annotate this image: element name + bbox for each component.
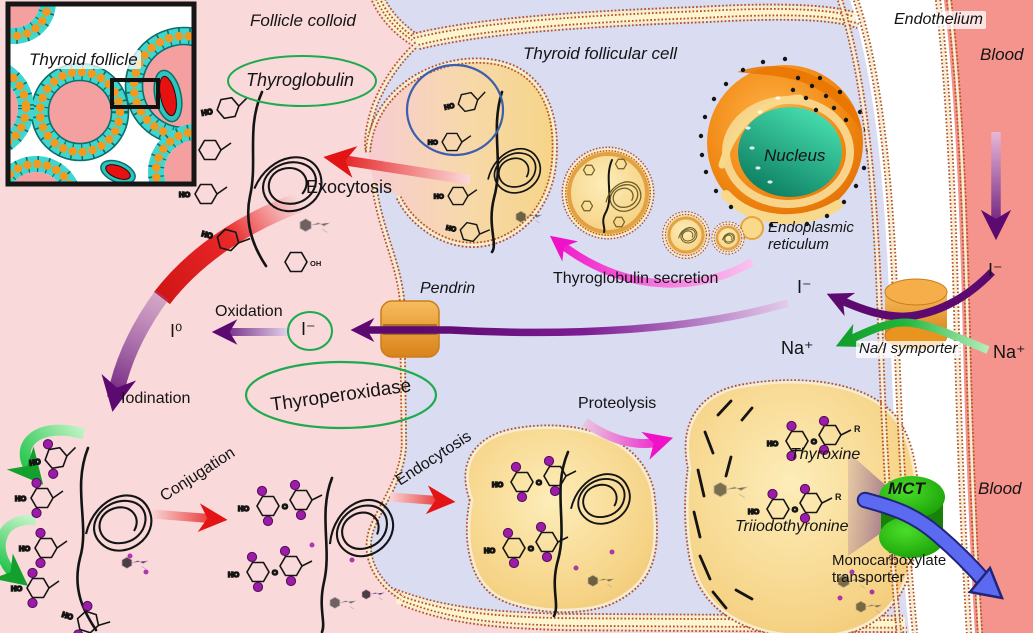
thyroxine-molecule: R [767, 415, 861, 462]
thyroglobulin-secretion-label: Thyroglobulin secretion [553, 270, 719, 287]
thyroglobulin-molecule-colloid: OH [179, 90, 331, 273]
thyroxine-label: Thyroxine [790, 446, 861, 463]
thyroglobulin-ellipse [227, 55, 377, 107]
iodide-to-colloid-arrow [350, 299, 790, 343]
endocytosis-arrow [389, 485, 456, 515]
iodide-circle [287, 311, 333, 351]
thyroglobulin-label: Thyroglobulin [246, 70, 355, 90]
iodide-label-cell: I⁻ [797, 277, 812, 297]
inset-zoom-rectangle [110, 78, 160, 109]
iodide-label-blood: I⁻ [988, 260, 1003, 280]
iodinated-thyroglobulin-molecule [11, 435, 153, 633]
thyroperoxidase-ellipse [244, 360, 438, 430]
r-group-label: R [854, 424, 861, 434]
nucleus-er-complex [698, 56, 871, 240]
proteolysis-arrow [582, 418, 674, 460]
capillary-inset-2 [100, 159, 136, 182]
budding-vesicle [740, 216, 764, 240]
follicle-colloid-region [0, 0, 905, 633]
nucleus-label: Nucleus [764, 146, 826, 165]
nuclear-pores [745, 96, 781, 184]
triiodothyronine-label: Triiodothyronine [735, 518, 849, 535]
lysosome-contents: R R [692, 399, 883, 614]
mct-label: MCT [888, 479, 925, 498]
sodium-label-cell: Na⁺ [781, 338, 814, 358]
secretory-vesicle-small [711, 221, 745, 255]
capillary-inset [153, 69, 183, 123]
hormone-export-arrow [856, 491, 1005, 600]
nucleus-body [738, 107, 842, 197]
conjugated-thyroglobulin-colloid [228, 476, 399, 633]
protein-fragments [692, 399, 754, 610]
arrows [0, 132, 1012, 586]
nis-iodide-arrow [826, 269, 995, 321]
iodination-arrow [101, 290, 169, 412]
exocytosis-label: Exocytosis [306, 177, 393, 197]
iodide-label-colloid: I⁻ [301, 319, 316, 339]
iodination-hook-arrow-2 [0, 514, 37, 586]
r-group-label: R [835, 492, 842, 502]
endoplasmic-reticulum-label: Endoplasmic reticulum [768, 219, 854, 253]
proteolysis-label: Proteolysis [578, 395, 657, 412]
blood-region [944, 0, 1033, 633]
pendrin-label: Pendrin [420, 280, 476, 297]
secretory-vesicle-large [561, 146, 655, 240]
tight-junction-top [371, 0, 860, 51]
exocytosis-arrow [323, 146, 471, 185]
conjugated-thyroglobulin-endosome [484, 450, 631, 618]
free-iodine-label: I⁰ [170, 321, 183, 341]
sodium-label-blood: Na⁺ [993, 342, 1026, 362]
secretory-vesicle-medium [662, 211, 710, 259]
blood-label-bottom: Blood [978, 479, 1022, 498]
oxidation-label: Oxidation [215, 303, 283, 320]
tyrosine-highlight-circle [405, 63, 505, 157]
na-i-symporter-label: Na/I symporter [856, 340, 961, 358]
thyroglobulin-molecule-vesicle [405, 63, 543, 254]
basal-junction-membranes [392, 588, 908, 633]
thyroid-follicle-inset [5, 1, 197, 187]
thyroid-follicular-cell-label: Thyroid follicular cell [523, 44, 677, 63]
endothelium-label: Endothelium [891, 11, 986, 29]
follicle-colloid-label: Follicle colloid [250, 11, 356, 30]
fused-vesicle-interior [368, 60, 555, 245]
inset-border [5, 1, 197, 187]
conjugation-arrow [151, 503, 228, 533]
iodination-hook-arrow-1 [6, 424, 86, 485]
oh-label: OH [310, 259, 321, 268]
monocarboxylate-transporter-label: Monocarboxylate transporter [832, 552, 947, 586]
thyroid-follicle-label: Thyroid follicle [26, 50, 141, 70]
iodination-label: Iodination [121, 390, 191, 407]
triiodothyronine-molecule: R [748, 483, 842, 524]
nis-sodium-arrow [835, 318, 990, 354]
blood-label-top: Blood [980, 45, 1024, 64]
thyroglobulin-secretion-arrow [549, 235, 755, 288]
